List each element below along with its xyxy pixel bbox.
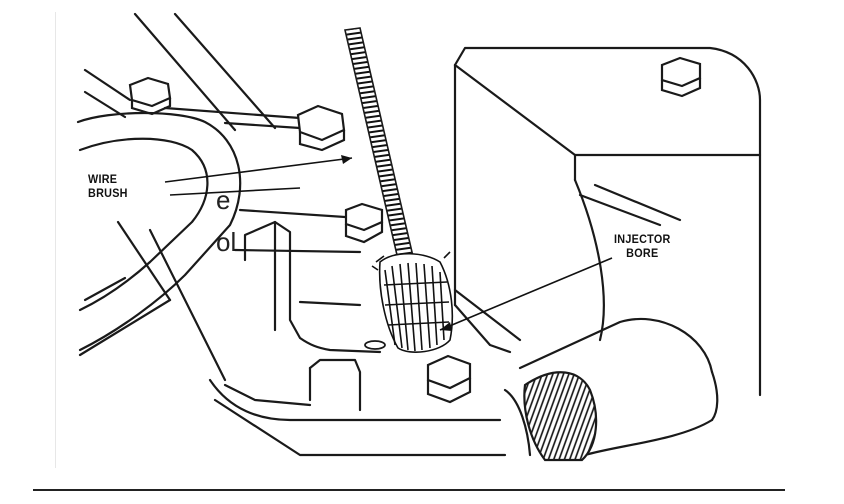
bolt-bottom (426, 354, 472, 404)
side-text-line-1: e (216, 185, 231, 215)
injector-bore-opening (364, 340, 386, 350)
rail-horizontal-2 (223, 121, 302, 130)
base-front-edge (208, 378, 502, 422)
left-tube-line (83, 276, 127, 302)
manifold-line-1 (238, 208, 362, 220)
center-post (243, 220, 382, 354)
bolt-top-right (660, 56, 702, 98)
bolt-middle (296, 104, 346, 152)
label-injector-bore-line-2: BORE (626, 246, 659, 260)
bolt-center (344, 202, 384, 244)
label-wire-brush-line-2: BRUSH (88, 186, 128, 200)
valve-cover-panel-1 (573, 178, 605, 342)
base-step (308, 358, 362, 412)
label-injector-bore: INJECTOR BORE (614, 232, 671, 260)
round-bar-bottom (583, 418, 714, 457)
wire-brush-bristles (371, 251, 454, 353)
valve-cover-inner-edge (453, 63, 762, 157)
left-tube-outer (76, 111, 242, 352)
valve-cover-panel-2 (578, 193, 662, 227)
label-wire-brush-line-1: WIRE (88, 172, 118, 186)
label-injector-bore-line-1: INJECTOR (614, 232, 671, 246)
rail-top-1 (133, 12, 237, 132)
rail-horizontal-1 (163, 106, 302, 120)
leader-wire-brush-2 (169, 187, 301, 196)
left-tube-inner (78, 137, 209, 312)
injector-bore-cleaning-illustration (55, 12, 762, 468)
rail-left-2 (83, 90, 127, 119)
leader-wire-brush-1 (164, 157, 353, 183)
manifold-line-3 (298, 300, 362, 307)
rail-left-1 (83, 68, 132, 102)
body-diagonal-1 (116, 220, 172, 302)
round-bar-end (710, 370, 719, 422)
leader-injector-bore (439, 257, 613, 331)
label-wire-brush: WIRE BRUSH (88, 172, 128, 200)
valve-cover-side (453, 288, 522, 342)
round-bar-top (518, 317, 714, 374)
leader-wire-brush-arrowhead (341, 155, 352, 164)
knurled-collar (523, 371, 598, 462)
round-bar-left (503, 388, 532, 457)
leader-injector-bore-arrowhead (440, 322, 452, 331)
rail-top-2 (173, 12, 277, 130)
valve-cover-outline (453, 46, 762, 397)
manifold-line-2 (233, 248, 362, 254)
base-lower-edge (213, 398, 507, 457)
valve-cover-panel-3 (593, 183, 682, 222)
left-tube-line-2 (78, 298, 172, 357)
body-diagonal-2 (148, 228, 227, 382)
bottom-divider (33, 489, 785, 491)
base-ledge (223, 383, 312, 407)
bolt-top-left (128, 76, 172, 116)
